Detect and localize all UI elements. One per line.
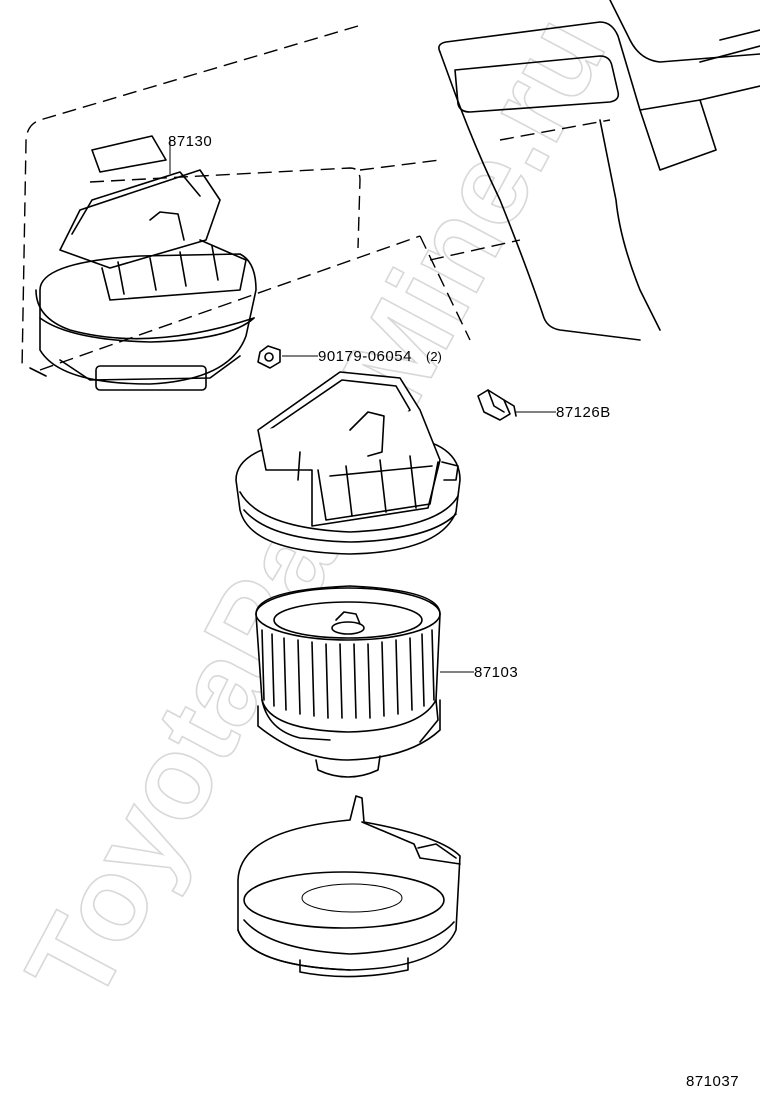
clip-nut	[257, 345, 318, 369]
blower-upper-case	[235, 371, 461, 555]
figure-id: 871037	[686, 1073, 739, 1090]
callout-87126B: 87126B	[556, 404, 611, 421]
callout-87103: 87103	[474, 664, 518, 681]
blower-motor-fan	[255, 585, 474, 778]
duct-clip	[477, 389, 556, 421]
callout-87130: 87130	[168, 133, 212, 150]
callout-qty: (2)	[426, 349, 442, 364]
installed-blower-unit	[29, 169, 257, 391]
callout-90179-06054: 90179-06054	[318, 348, 412, 365]
blower-lower-case	[237, 795, 461, 978]
instrument-panel-outline	[21, 0, 760, 371]
